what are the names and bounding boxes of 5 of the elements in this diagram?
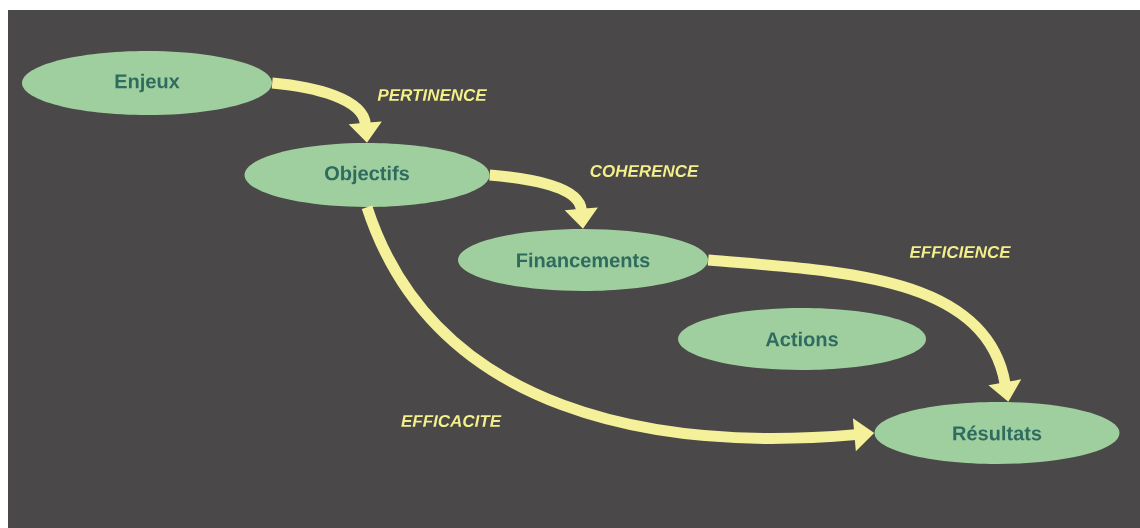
ellipse-node: Enjeux (22, 51, 272, 115)
ellipse-node: Objectifs (244, 143, 490, 207)
ellipse-node: Résultats (874, 402, 1120, 464)
ellipse-node: Financements (458, 229, 708, 291)
ellipse-node: Actions (678, 308, 926, 370)
